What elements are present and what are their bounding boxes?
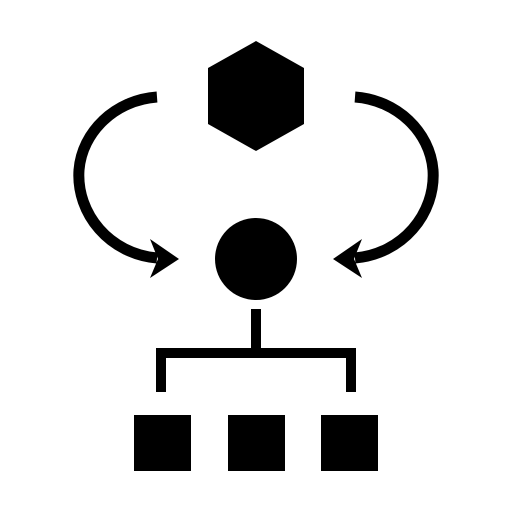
hexagon-icon <box>208 41 304 151</box>
child-square-2-icon <box>228 415 285 471</box>
left-arrowhead-icon <box>150 239 179 278</box>
child-square-3-icon <box>321 415 378 471</box>
tree-connector-icon <box>156 309 356 392</box>
left-curved-arrow-icon <box>73 91 158 264</box>
right-curved-arrow-icon <box>354 91 439 264</box>
circle-node-icon <box>215 218 297 300</box>
right-arrowhead-icon <box>333 239 362 278</box>
child-square-1-icon <box>134 415 191 471</box>
